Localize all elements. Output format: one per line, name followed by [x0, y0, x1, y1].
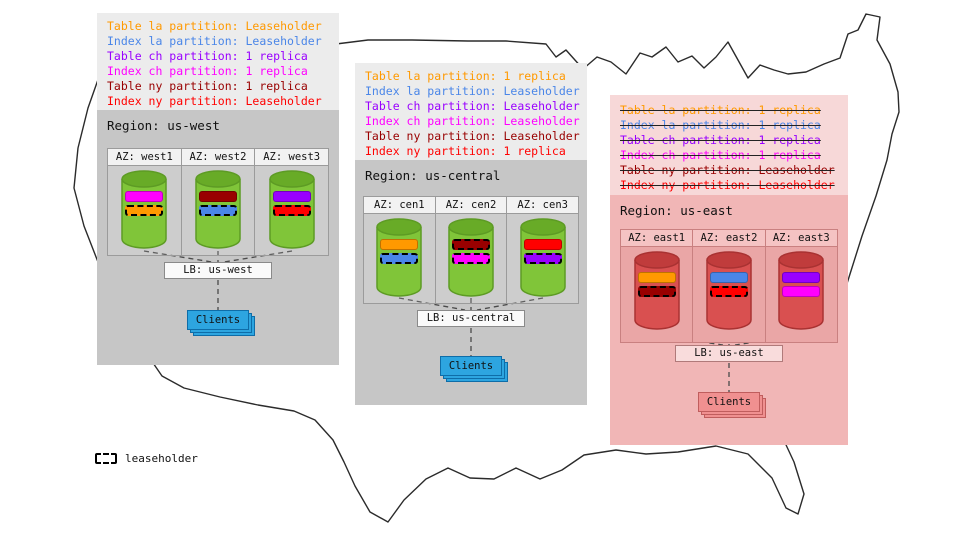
legend-line: Index ny partition: Leaseholder [620, 178, 835, 192]
az-cell-east2: AZ: east2 [692, 229, 766, 343]
database-node [447, 217, 495, 299]
clients-label: Clients [698, 392, 760, 412]
az-row: AZ: cen1 AZ: cen2 AZ: cen3 [363, 196, 580, 304]
database-node [375, 217, 423, 299]
partition-legend-us-east: Table la partition: 1 replica Index la p… [610, 95, 848, 195]
az-cell-west2: AZ: west2 [180, 148, 256, 256]
partition-block [782, 286, 821, 297]
az-row: AZ: east1 AZ: east2 AZ: east3 [620, 229, 838, 343]
leaseholder-swatch-icon [95, 453, 117, 464]
legend-line: Table ch partition: 1 replica [107, 49, 308, 63]
partition-block [523, 253, 562, 264]
az-row: AZ: west1 AZ: west2 AZ: west3 [107, 148, 330, 256]
load-balancer-box: LB: us-east [675, 345, 783, 362]
partition-block [452, 253, 490, 264]
legend-line: Index ny partition: 1 replica [365, 144, 566, 158]
clients-label: Clients [187, 310, 249, 330]
partition-block [272, 191, 311, 202]
legend-line: Table la partition: Leaseholder [107, 19, 322, 33]
legend-line: Index ch partition: 1 replica [620, 148, 821, 162]
partition-block [199, 205, 237, 216]
database-node [705, 250, 753, 332]
az-cell-east3: AZ: east3 [764, 229, 838, 343]
az-label: AZ: east2 [693, 230, 765, 247]
legend-line: Index la partition: Leaseholder [107, 34, 322, 48]
leaseholder-key-label: leaseholder [125, 452, 198, 465]
legend-line: Index la partition: 1 replica [620, 118, 821, 132]
clients-box: Clients [187, 310, 255, 336]
legend-line: Index ny partition: Leaseholder [107, 94, 322, 108]
az-label: AZ: cen3 [507, 197, 579, 214]
partition-block [709, 272, 748, 283]
az-cell-west3: AZ: west3 [254, 148, 330, 256]
legend-line: Table la partition: 1 replica [620, 103, 821, 117]
region-title: Region: us-west [107, 118, 220, 133]
region-title: Region: us-central [365, 168, 501, 183]
az-label: AZ: west3 [255, 149, 329, 166]
leaseholder-key: leaseholder [95, 452, 198, 465]
legend-line: Table ny partition: Leaseholder [620, 163, 835, 177]
partition-block [782, 272, 821, 283]
legend-line: Table ny partition: 1 replica [107, 79, 308, 93]
load-balancer-box: LB: us-central [417, 310, 525, 327]
database-node [633, 250, 681, 332]
partition-block [380, 253, 419, 264]
database-node [519, 217, 567, 299]
partition-block [199, 191, 237, 202]
region-panel-us-east: Region: us-east AZ: east1 AZ: east2 [610, 195, 848, 445]
partition-block [709, 286, 748, 297]
load-balancer-box: LB: us-west [164, 262, 272, 279]
database-node [194, 169, 242, 251]
partition-block [380, 239, 419, 250]
az-label: AZ: cen2 [435, 197, 507, 214]
clients-label: Clients [440, 356, 502, 376]
region-panel-us-central: Region: us-central AZ: cen1 AZ: cen2 [355, 160, 587, 405]
region-panel-us-west: Region: us-west AZ: west1 AZ: west2 [97, 110, 339, 365]
partition-block [125, 191, 164, 202]
database-node [268, 169, 316, 251]
az-cell-east1: AZ: east1 [620, 229, 694, 343]
partition-block [452, 239, 490, 250]
az-cell-cen3: AZ: cen3 [506, 196, 580, 304]
partition-block [637, 286, 676, 297]
az-cell-cen2: AZ: cen2 [434, 196, 508, 304]
legend-line: Index la partition: Leaseholder [365, 84, 580, 98]
az-label: AZ: east3 [765, 230, 837, 247]
legend-line: Index ch partition: Leaseholder [365, 114, 580, 128]
az-label: AZ: east1 [621, 230, 693, 247]
partition-block [523, 239, 562, 250]
clients-box: Clients [440, 356, 508, 382]
clients-box: Clients [698, 392, 766, 418]
partition-block [125, 205, 164, 216]
az-label: AZ: west1 [108, 149, 181, 166]
database-node [120, 169, 168, 251]
region-title: Region: us-east [620, 203, 733, 218]
database-node [777, 250, 825, 332]
partition-block [637, 272, 676, 283]
az-label: AZ: cen1 [364, 197, 435, 214]
legend-line: Table ny partition: Leaseholder [365, 129, 580, 143]
legend-line: Table la partition: 1 replica [365, 69, 566, 83]
legend-line: Table ch partition: 1 replica [620, 133, 821, 147]
az-label: AZ: west2 [181, 149, 255, 166]
legend-line: Index ch partition: 1 replica [107, 64, 308, 78]
legend-line: Table ch partition: Leaseholder [365, 99, 580, 113]
az-cell-cen1: AZ: cen1 [363, 196, 436, 304]
az-cell-west1: AZ: west1 [107, 148, 182, 256]
partition-block [272, 205, 311, 216]
partition-legend-us-central: Table la partition: 1 replica Index la p… [355, 63, 587, 160]
partition-legend-us-west: Table la partition: Leaseholder Index la… [97, 13, 339, 110]
